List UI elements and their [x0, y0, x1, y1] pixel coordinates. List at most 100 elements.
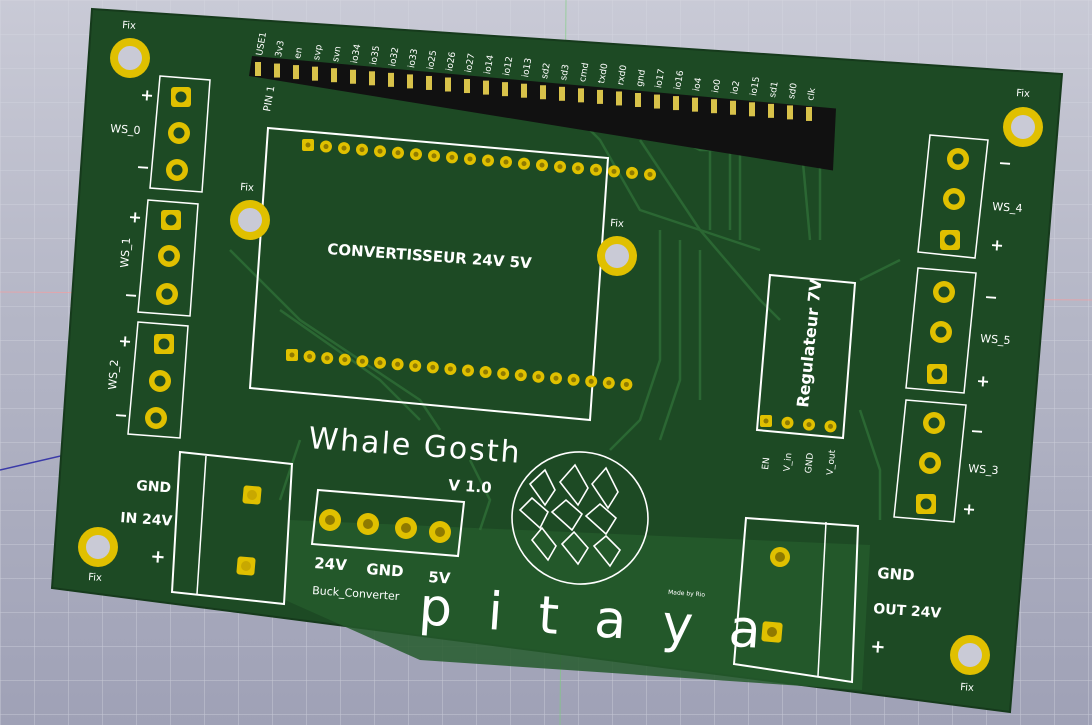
header-pin: [369, 71, 375, 86]
ws-connector: WS_4+−: [917, 134, 1023, 259]
header-pin-label: clk: [806, 86, 818, 101]
ws-minus-label: −: [984, 287, 999, 307]
header-pin-label: io16: [673, 69, 686, 90]
header-pin-label: io33: [407, 48, 420, 69]
pitaya-logo-icon: [511, 451, 649, 585]
header-pin: [521, 83, 527, 98]
output-voltage-label: OUT 24V: [873, 601, 942, 622]
header-pin: [293, 65, 299, 80]
header-pin-label: txd0: [597, 62, 610, 84]
header-pin: [331, 68, 337, 83]
header-body: [249, 56, 836, 171]
header-pin: [787, 105, 793, 120]
ws-outline: [137, 199, 199, 317]
header-pin: [730, 100, 736, 115]
header-pin: [426, 75, 432, 90]
regulator-pins: [760, 415, 837, 433]
header-pin: [350, 69, 356, 84]
ws-connector: WS_2 + −: [106, 321, 189, 439]
fix-label: Fix: [122, 20, 137, 32]
fix-label: Fix: [610, 218, 625, 230]
header-pin-label: 3v3: [274, 40, 287, 58]
ws-connectors: WS_0+−WS_1+−WS_2+−WS_4+−WS_5+−WS_3+−: [106, 75, 1023, 523]
header-pin: [540, 85, 546, 100]
header-pin: [578, 88, 584, 103]
pin1-label: PIN 1: [262, 85, 277, 113]
ws-connector: WS_5+−: [905, 267, 1011, 394]
ws-plus-label: +: [128, 207, 143, 227]
converter-pins-top: [302, 139, 656, 181]
header-pin: [711, 99, 717, 114]
header-pin-label: rxd0: [616, 64, 629, 86]
ws-connector: WS_1+−: [118, 199, 199, 317]
header-pin: [616, 91, 622, 106]
ws-minus-label: −: [970, 421, 985, 441]
fix-label: Fix: [240, 182, 255, 194]
regulator-outline: [755, 273, 857, 440]
header-pin: [559, 86, 565, 101]
header-pin-label: sd1: [768, 81, 781, 99]
fix-label: Fix: [1016, 88, 1031, 100]
header-pin-label: gnd: [635, 69, 648, 88]
header-pin: [749, 102, 755, 117]
buck-pin-label: GND: [366, 560, 404, 581]
output-plus-label: +: [870, 636, 887, 658]
converter-outline: [248, 126, 610, 422]
header-pin-label: sd2: [540, 62, 553, 80]
header-pin: [388, 72, 394, 87]
header-pin-label: io25: [426, 50, 439, 71]
header-pin-label: sd3: [559, 64, 572, 82]
buck-name: Buck_Converter: [312, 584, 400, 603]
header-pin-label: io15: [749, 76, 762, 97]
ws-plus-label: +: [118, 331, 133, 351]
header-pin-label: en: [293, 47, 305, 60]
ws-name-label: WS_2: [106, 359, 121, 390]
header-pin: [806, 106, 812, 121]
header-pin: [635, 93, 641, 107]
header-pin: [502, 82, 508, 97]
header-pin: [464, 79, 470, 94]
header-pin: [673, 96, 679, 111]
header-pin-label: svn: [331, 45, 344, 62]
header-pin: [407, 74, 413, 89]
board-version: V 1.0: [448, 476, 493, 497]
ws-outline: [149, 75, 211, 193]
header-pin: [654, 94, 660, 109]
header-pin-label: io26: [445, 51, 458, 72]
output-gnd-label: GND: [877, 564, 915, 585]
buck-outline: [310, 488, 466, 558]
header-pin-label: io14: [483, 54, 496, 75]
header-pin-label: svp: [312, 44, 325, 62]
buck-pins: [319, 509, 451, 543]
header-pin-label: io2: [730, 80, 742, 95]
header-pin-label: io0: [711, 78, 723, 94]
regulator-pin-label: V_in: [783, 452, 795, 472]
fix-label: Fix: [88, 572, 103, 584]
input-gnd-label: GND: [136, 478, 172, 496]
ws-name-label: WS_0: [110, 122, 141, 137]
ws-minus-label: −: [998, 153, 1013, 173]
ws-name-label: WS_3: [968, 462, 999, 477]
header-pin-label: io27: [464, 53, 477, 74]
ws-outline: [917, 134, 989, 259]
ws-connector: WS_0+−: [110, 75, 211, 193]
header-pin-label: io32: [388, 46, 401, 67]
header-pin: [255, 62, 261, 76]
header-pin-label: io4: [692, 77, 704, 93]
header-pin-label: USE1: [255, 31, 269, 56]
regulator-pin-label: EN: [761, 457, 772, 470]
input-voltage-label: IN 24V: [120, 510, 173, 530]
ws-outline: [893, 399, 967, 523]
input-terminal-outline: [170, 450, 294, 606]
ws-name-label: WS_4: [992, 200, 1023, 215]
header-pin-label: io34: [350, 43, 363, 64]
ws-minus-label: −: [136, 157, 151, 177]
header-pin-label: sd0: [787, 82, 800, 100]
ws-name-label: WS_5: [980, 332, 1011, 347]
header-pin-label: io13: [521, 57, 534, 78]
ws-minus-label: −: [114, 405, 129, 425]
